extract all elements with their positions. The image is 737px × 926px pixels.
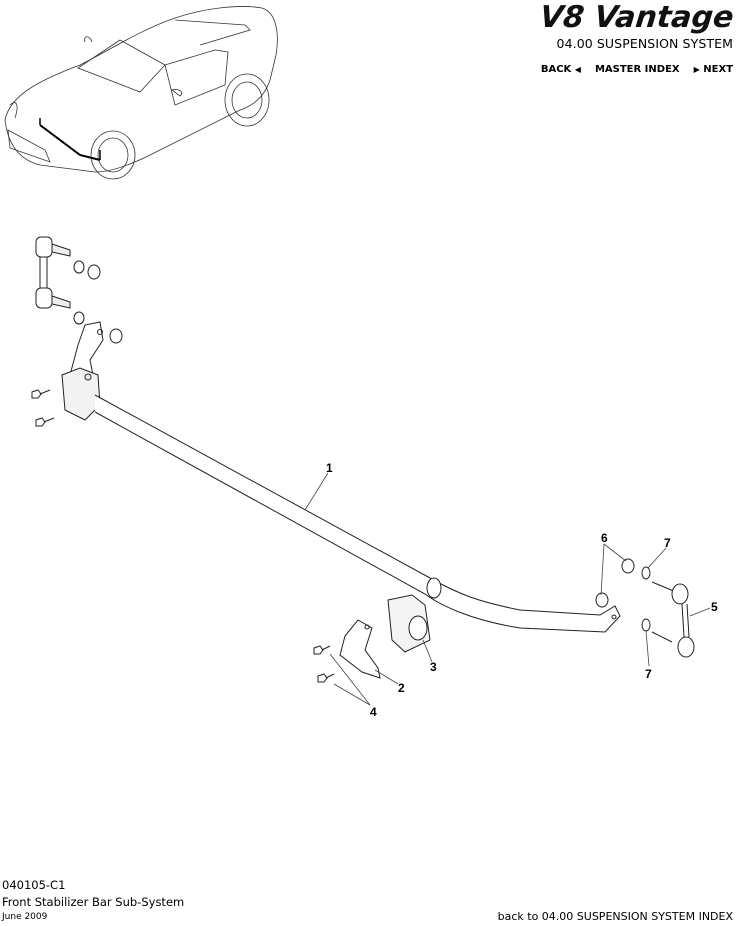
master-index-link[interactable]: MASTER INDEX — [594, 64, 680, 75]
callout-3: 3 — [430, 660, 437, 674]
back-link[interactable]: BACK ◀ — [541, 64, 581, 75]
callout-7-upper: 7 — [664, 536, 671, 550]
diagram-code: 040105-C1 — [2, 878, 66, 892]
left-drop-link — [35, 236, 101, 325]
bolts-part-4 — [313, 645, 335, 683]
exploded-parts-diagram: 1 2 3 4 5 6 7 7 — [31, 236, 718, 719]
section-title: 04.00 SUSPENSION SYSTEM — [556, 36, 733, 51]
callout-2: 2 — [398, 681, 405, 695]
stabilizer-bar — [94, 394, 621, 633]
nav-bar: BACK ◀ MASTER INDEX ▶ NEXT — [541, 64, 733, 75]
bush-part-3 — [387, 594, 431, 653]
left-triangle-icon: ◀ — [574, 65, 581, 74]
brand-logo: V8 Vantage — [537, 0, 735, 35]
right-triangle-icon: ▶ — [693, 65, 700, 74]
callout-7-lower: 7 — [645, 667, 652, 681]
callout-1: 1 — [326, 461, 333, 475]
left-bracket — [61, 321, 123, 421]
callout-4: 4 — [370, 705, 377, 719]
right-drop-link-part-5 — [651, 581, 695, 658]
diagram-date: June 2009 — [2, 912, 48, 922]
next-link[interactable]: ▶ NEXT — [694, 64, 733, 75]
back-label: BACK — [540, 64, 572, 75]
next-label: NEXT — [703, 64, 733, 75]
diagram-title: Front Stabilizer Bar Sub-System — [2, 895, 185, 909]
callout-5: 5 — [711, 600, 718, 614]
back-to-index-link[interactable]: back to 04.00 SUSPENSION SYSTEM INDEX — [497, 910, 733, 923]
left-bolts — [31, 389, 55, 427]
car-locator-illustration — [4, 6, 278, 180]
callout-6: 6 — [601, 531, 608, 545]
clamp-part-2 — [339, 619, 381, 679]
